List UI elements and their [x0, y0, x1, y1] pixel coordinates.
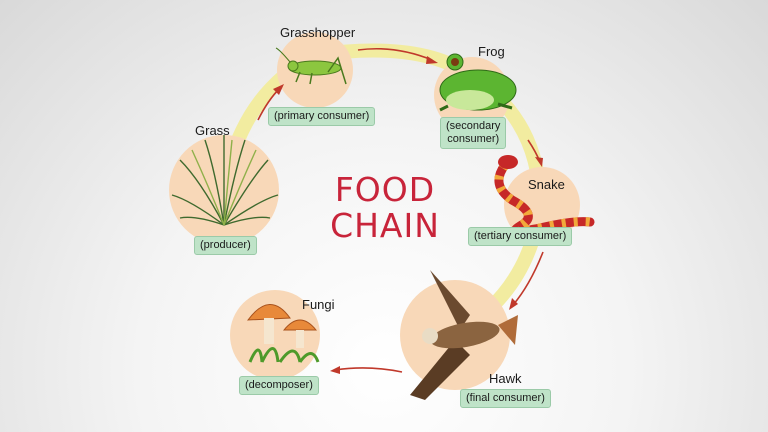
grasshopper-name: Grasshopper [280, 25, 356, 40]
arrowhead-2 [426, 56, 438, 64]
arrow-hawk-to-fungi [334, 367, 403, 373]
grass-role-badge: (producer) [194, 236, 257, 255]
title-line-1: FOOD [334, 170, 436, 209]
hawk-illustration [410, 270, 518, 400]
hawk-role-badge: (final consumer) [460, 389, 551, 408]
snake-illustration [494, 155, 595, 236]
frog-name: Frog [478, 44, 505, 59]
frog-illustration [439, 53, 517, 112]
frog-role-badge: (secondary consumer) [440, 117, 507, 149]
arrowhead-5 [330, 366, 340, 374]
hawk-name: Hawk [489, 371, 522, 386]
arrowheads [273, 56, 543, 374]
grasshopper-illustration [275, 47, 347, 85]
diagram-title: FOOD CHAIN [300, 172, 470, 244]
snake-role-badge: (tertiary consumer) [468, 227, 573, 246]
fungi-role-badge: (decomposer) [239, 376, 319, 395]
arrow-grasshopper-to-frog [357, 47, 433, 61]
grass-name: Grass [195, 123, 230, 138]
frog-role-line-1: (secondary [446, 120, 501, 132]
fungi-name: Fungi [302, 297, 335, 312]
arrowhead-1 [273, 84, 284, 95]
arrowhead-3 [535, 157, 543, 167]
frog-role-line-2: consumer) [447, 133, 500, 145]
title-line-2: CHAIN [330, 206, 440, 245]
snake-name: Snake [528, 177, 565, 192]
fungi-illustration [246, 304, 320, 363]
grass-illustration [171, 135, 279, 226]
arrow-snake-to-hawk [512, 251, 544, 306]
grasshopper-role-badge: (primary consumer) [268, 107, 376, 126]
arrowhead-4 [509, 298, 518, 310]
